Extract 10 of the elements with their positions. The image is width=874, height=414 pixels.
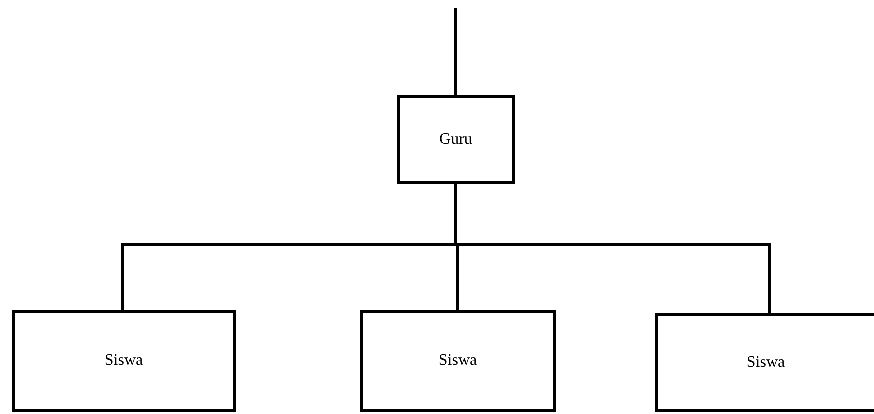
connector-line — [454, 8, 458, 95]
role-box — [655, 313, 874, 412]
role-box — [397, 95, 515, 184]
role-label: Siswa — [104, 352, 144, 370]
role-box — [12, 310, 236, 412]
role-box — [360, 310, 556, 412]
role-label: Siswa — [438, 352, 478, 370]
role-label: Siswa — [746, 354, 786, 372]
role-label: Guru — [440, 130, 472, 148]
connector-line — [454, 184, 772, 313]
